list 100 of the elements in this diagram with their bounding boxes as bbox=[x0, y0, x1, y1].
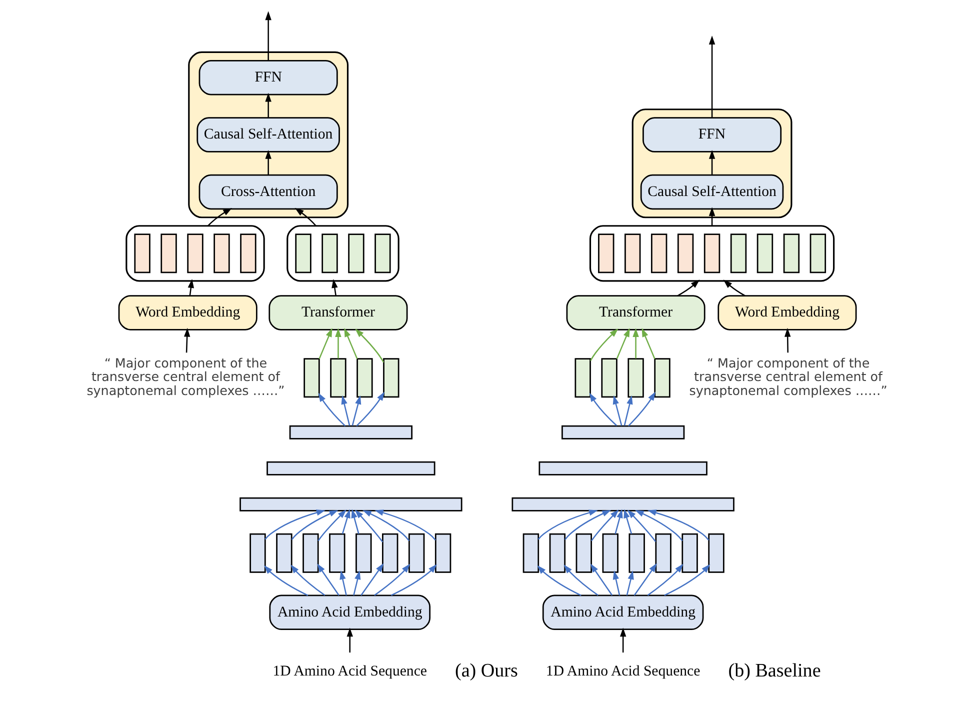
node-bar bbox=[356, 358, 372, 398]
arrow bbox=[619, 628, 626, 653]
node-bar bbox=[681, 533, 698, 573]
node-bar bbox=[321, 234, 338, 274]
node-bar bbox=[522, 533, 539, 573]
node-bar bbox=[548, 533, 566, 573]
arrow bbox=[356, 392, 384, 426]
arrow bbox=[537, 510, 598, 540]
node-box: Word Embedding bbox=[118, 295, 257, 330]
cluster bbox=[188, 51, 348, 218]
arrow bbox=[612, 395, 622, 426]
node-bar bbox=[348, 234, 364, 274]
node-bar bbox=[330, 358, 346, 398]
node-bar bbox=[654, 358, 670, 398]
arrow bbox=[646, 510, 709, 540]
node-bar bbox=[434, 533, 451, 573]
node-bar bbox=[240, 234, 256, 274]
arrow bbox=[641, 328, 655, 360]
arrow bbox=[264, 565, 308, 596]
arrow bbox=[623, 395, 632, 426]
arrow bbox=[564, 510, 611, 540]
arrow bbox=[290, 510, 338, 540]
node-bar bbox=[249, 533, 266, 573]
node-box: Transformer bbox=[268, 295, 408, 330]
arrow bbox=[318, 328, 332, 360]
arrow bbox=[354, 510, 383, 542]
arrow bbox=[676, 280, 700, 296]
arrow bbox=[183, 328, 190, 353]
node-bar bbox=[186, 234, 203, 274]
arrow bbox=[588, 392, 617, 426]
node-bar bbox=[355, 533, 372, 573]
node-bar bbox=[538, 461, 707, 476]
node-bar bbox=[628, 533, 644, 573]
node-bar bbox=[730, 234, 746, 274]
arrow bbox=[536, 565, 581, 596]
arrow bbox=[290, 564, 325, 596]
arrow bbox=[634, 510, 682, 542]
node-bar bbox=[575, 533, 592, 573]
arrow bbox=[264, 11, 271, 61]
node-bar bbox=[213, 234, 230, 274]
arrow bbox=[722, 280, 745, 296]
arrow bbox=[626, 510, 656, 542]
node-box: Word Embedding bbox=[717, 295, 856, 330]
arrow bbox=[708, 207, 715, 226]
node-bar bbox=[654, 533, 671, 573]
node-bar bbox=[382, 533, 398, 573]
node-bar bbox=[574, 358, 590, 398]
node-bar bbox=[602, 533, 618, 573]
node-box: Causal Self-Attention bbox=[640, 174, 784, 210]
node-text: “ Major component of the transverse central element of synaptonemal complexes ……” bbox=[688, 355, 887, 398]
arrow bbox=[628, 392, 656, 426]
arrow bbox=[340, 395, 350, 426]
arrow bbox=[646, 564, 683, 596]
arrow bbox=[590, 510, 618, 542]
arrow bbox=[614, 509, 622, 534]
node-bar bbox=[374, 234, 390, 274]
node-bar bbox=[708, 533, 724, 573]
node-text: 1D Amino Acid Sequence bbox=[272, 664, 427, 680]
arrow bbox=[632, 328, 638, 359]
node-bar bbox=[303, 358, 320, 398]
node-bar bbox=[624, 234, 640, 274]
label: (a) Ours bbox=[454, 660, 518, 682]
node-bar bbox=[627, 358, 644, 398]
arrow bbox=[633, 563, 656, 596]
arrow bbox=[317, 510, 346, 542]
node-box: FFN bbox=[198, 60, 338, 96]
node-bar bbox=[266, 461, 435, 476]
node-bar bbox=[782, 234, 800, 274]
node-bar bbox=[328, 533, 345, 573]
arrow bbox=[350, 509, 359, 534]
node-bar bbox=[239, 497, 462, 512]
arrow bbox=[374, 510, 436, 540]
node-bar bbox=[294, 234, 311, 274]
arrow bbox=[563, 564, 598, 596]
arrow bbox=[589, 328, 618, 362]
arrow bbox=[626, 570, 634, 596]
node-bar bbox=[408, 533, 424, 573]
arrow bbox=[294, 208, 316, 226]
node-bar bbox=[276, 533, 292, 573]
arrow bbox=[341, 509, 350, 534]
label: (b) Baseline bbox=[728, 660, 820, 682]
node-bar bbox=[382, 358, 399, 398]
arrow bbox=[339, 570, 346, 596]
node-text: “ Major component of the transverse central element of synaptonemal complexes ……” bbox=[86, 355, 284, 398]
arrow bbox=[331, 279, 338, 296]
arrow bbox=[264, 510, 325, 540]
node-box: Amino Acid Embedding bbox=[542, 594, 704, 630]
node-bar bbox=[511, 497, 734, 512]
node-box: FFN bbox=[642, 117, 782, 152]
arrow bbox=[390, 564, 436, 596]
cluster bbox=[125, 225, 264, 282]
arrow bbox=[784, 328, 790, 353]
arrow bbox=[264, 92, 271, 118]
arrow bbox=[616, 328, 630, 360]
node-bar bbox=[134, 234, 150, 274]
arrow bbox=[360, 563, 384, 596]
node-box: Cross-Attention bbox=[198, 174, 338, 210]
cluster bbox=[588, 225, 834, 282]
arrow bbox=[352, 570, 360, 596]
cluster bbox=[286, 225, 399, 282]
